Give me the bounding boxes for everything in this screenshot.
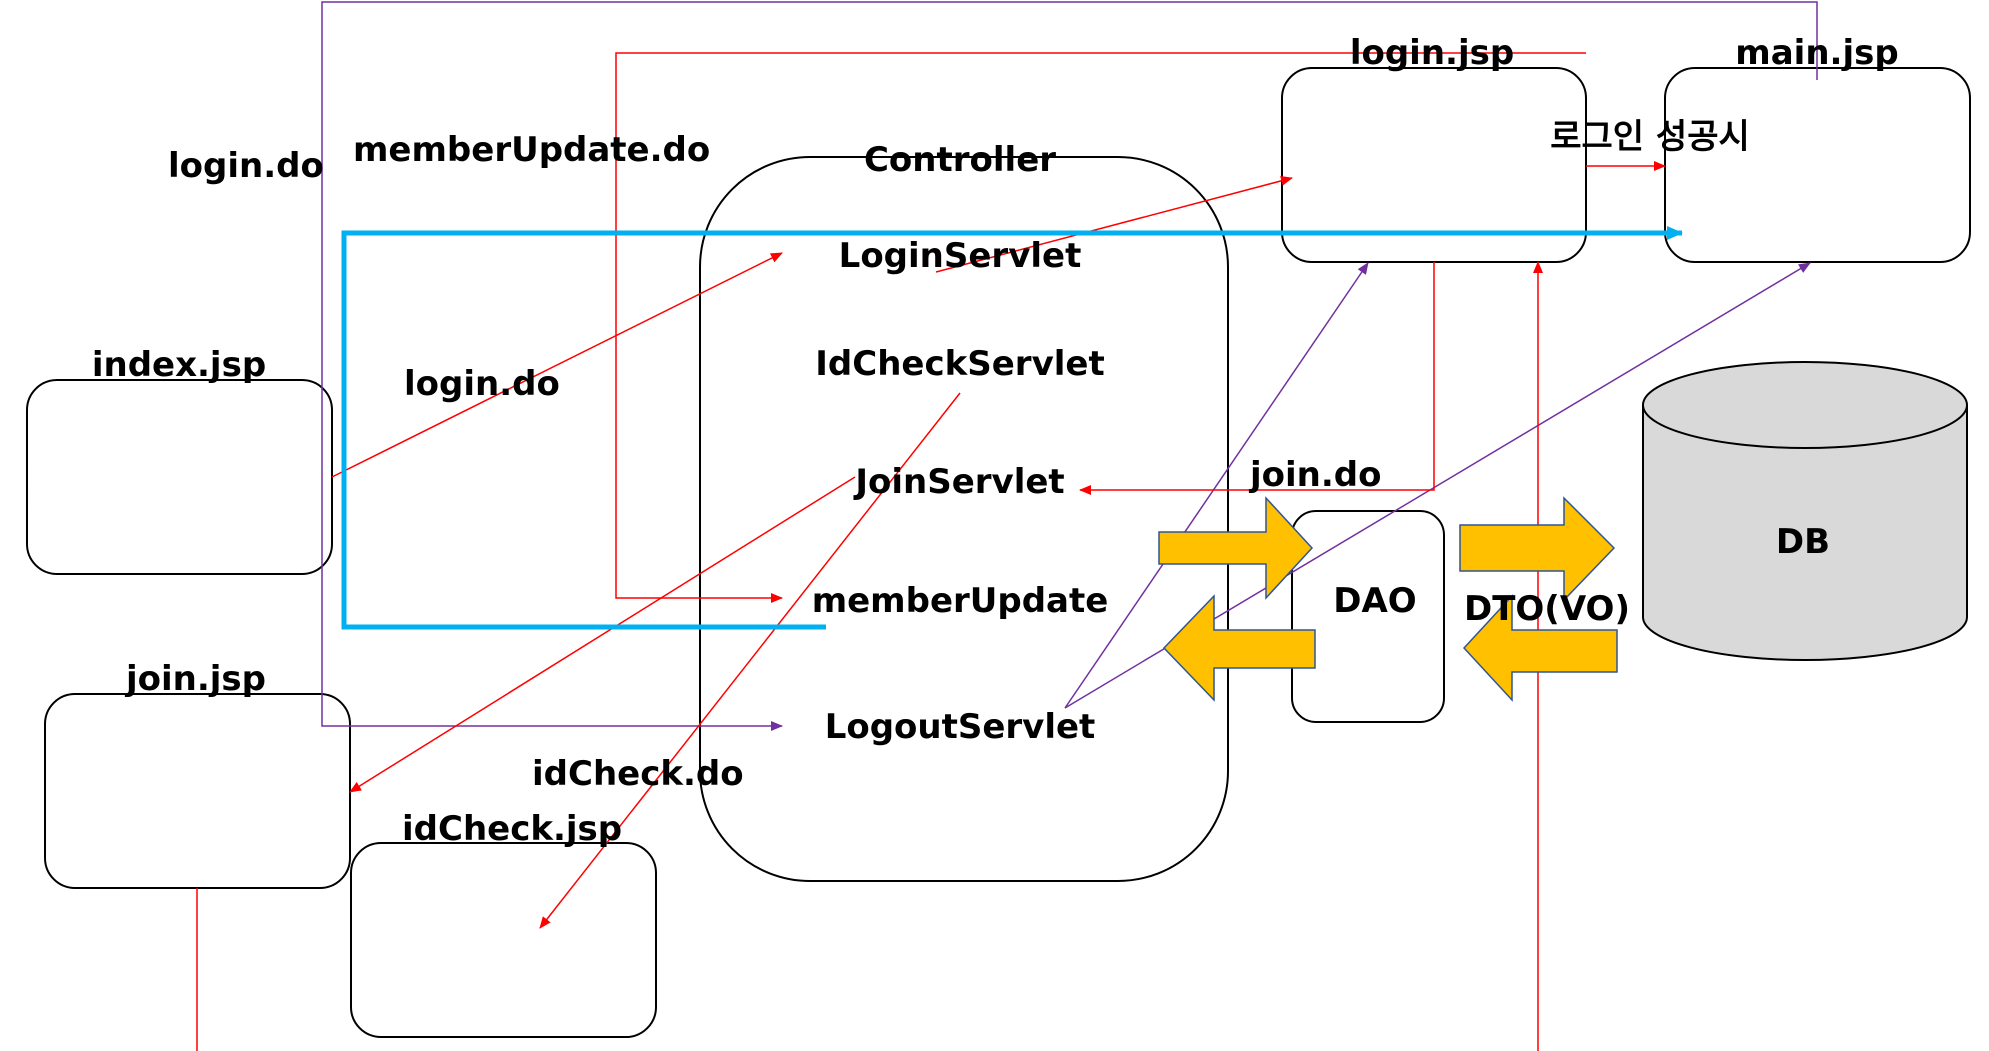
index-to-login-servlet-line [331,252,783,478]
idcheck-servlet-to-idcheck-jsp-line [539,392,961,929]
controller-box [699,156,1229,882]
label-login-servlet: LoginServlet [839,236,1082,276]
label-idcheck-do: idCheck.do [532,754,744,794]
label-member-update-do: memberUpdate.do [353,130,710,170]
main-jsp-box [1664,67,1971,263]
label-join-servlet: JoinServlet [853,462,1064,502]
label-login-success: 로그인 성공시 [1550,117,1750,157]
db-to-dao-arrow [1462,594,1618,702]
label-index-jsp: index.jsp [92,345,266,385]
logout-to-login-line [1064,262,1369,709]
label-login-do-top: login.do [168,146,324,186]
label-member-update: memberUpdate [812,581,1109,621]
controller-to-dao-arrow [1158,496,1314,600]
label-logout-servlet: LogoutServlet [825,707,1096,747]
label-join-jsp: join.jsp [124,659,266,699]
label-dto-vo: DTO(VO) [1464,589,1630,629]
label-db: DB [1776,522,1830,562]
label-idcheck-servlet: IdCheckServlet [815,344,1104,384]
label-main-jsp: main.jsp [1735,33,1898,73]
login-flow-blue-line [341,226,1683,630]
member-update-line [615,52,1586,603]
idcheck-jsp-box [350,842,657,1038]
join-do-line [1079,262,1435,495]
label-idcheck-jsp: idCheck.jsp [402,809,622,849]
dao-to-db-arrow [1459,496,1616,602]
label-login-jsp: login.jsp [1350,33,1514,73]
logout-redirect-line [321,1,1818,731]
index-jsp-box [26,379,333,575]
label-login-do-mid: login.do [404,364,560,404]
label-join-do: join.do [1248,455,1381,495]
db-cylinder [1642,361,1968,661]
join-servlet-to-join-jsp-line [349,476,856,793]
dao-box [1291,510,1445,723]
dao-to-controller-arrow [1162,594,1316,702]
label-controller: Controller [864,140,1056,180]
label-dao: DAO [1333,581,1416,621]
join-jsp-box [44,693,351,889]
login-servlet-to-login-jsp-line [935,175,1293,273]
